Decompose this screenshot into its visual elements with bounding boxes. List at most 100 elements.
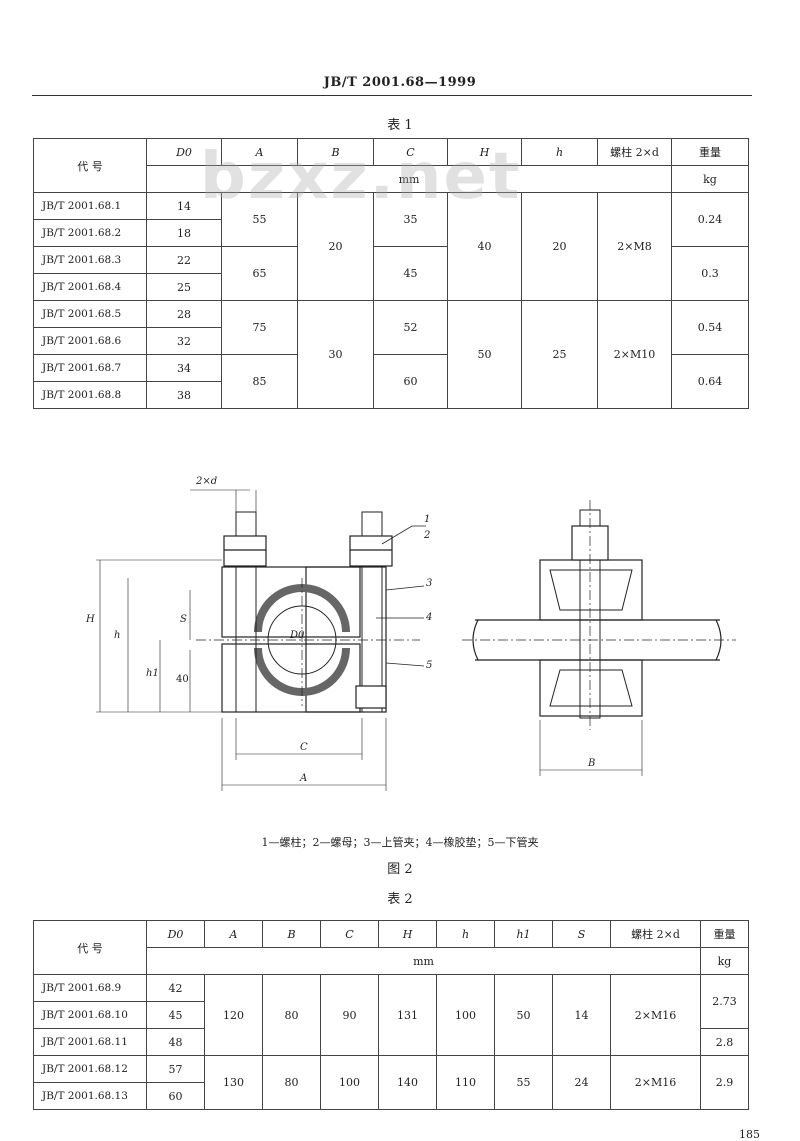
table2-unit-kg: kg (700, 947, 749, 975)
table-row-code: JB/T 2001.68.10 (33, 1001, 147, 1029)
figure-caption: 图 2 (387, 862, 413, 877)
table2-a-1: 120 (204, 974, 263, 1056)
table2-header-weight: 重量 (700, 920, 749, 948)
label-dim-s: S (180, 614, 187, 625)
table2-header-b: B (262, 920, 321, 948)
table1-header-code: 代 号 (33, 138, 147, 193)
table-row-d0: 60 (146, 1082, 205, 1110)
table2-weight-2: 2.8 (700, 1028, 749, 1056)
table1-b-2: 30 (297, 300, 374, 409)
table1-c-3: 52 (373, 300, 448, 355)
table-row-code: JB/T 2001.68.5 (33, 300, 147, 328)
table2-bolt-1: 2×M16 (610, 974, 701, 1056)
table-row-code: JB/T 2001.68.1 (33, 192, 147, 220)
label-part2: 2 (423, 530, 430, 541)
table1-weight-1: 0.24 (671, 192, 749, 247)
table1-weight-4: 0.64 (671, 354, 749, 409)
table-row-code: JB/T 2001.68.13 (33, 1082, 147, 1110)
table2-hbig-2: 140 (378, 1055, 437, 1110)
label-part4: 4 (425, 612, 432, 623)
table1-c-2: 45 (373, 246, 448, 301)
table2-h1-1: 50 (494, 974, 553, 1056)
table2-s-1: 14 (552, 974, 611, 1056)
table-row-d0: 25 (146, 273, 222, 301)
table-row-code: JB/T 2001.68.8 (33, 381, 147, 409)
table1-h-2: 25 (521, 300, 598, 409)
table1-bolt-1: 2×M8 (597, 192, 672, 301)
figure-legend: 1—螺柱；2—螺母；3—上管夹；4—橡胶垫；5—下管夹 (261, 836, 539, 849)
table-row-d0: 45 (146, 1001, 205, 1029)
table1-caption: 表 1 (387, 118, 413, 133)
table-row-code: JB/T 2001.68.7 (33, 354, 147, 382)
right-nut (349, 535, 393, 567)
table-row-d0: 48 (146, 1028, 205, 1056)
table2-s-2: 24 (552, 1055, 611, 1110)
label-bolt-2xd: 2×d (195, 476, 217, 487)
table-row-code: JB/T 2001.68.11 (33, 1028, 147, 1056)
table2-header-c: C (320, 920, 379, 948)
label-dim-h: h (114, 630, 120, 641)
label-dim-40: 40 (176, 674, 189, 685)
table1-hbig-1: 40 (447, 192, 522, 301)
table2-caption: 表 2 (387, 892, 413, 907)
table-row-code: JB/T 2001.68.9 (33, 974, 147, 1002)
table1-bolt-2: 2×M10 (597, 300, 672, 409)
table1-header-h-big: H (447, 138, 522, 166)
table2-header-bolt: 螺柱 2×d (610, 920, 701, 948)
table1-header-d0: D0 (146, 138, 222, 166)
standard-header: JB/T 2001.68—1999 (323, 75, 477, 90)
left-nut (223, 535, 267, 567)
label-dim-h-big: H (85, 614, 95, 625)
table1-b-1: 20 (297, 192, 374, 301)
table-row-d0: 34 (146, 354, 222, 382)
table2-header-d0: D0 (146, 920, 205, 948)
table1-header-h: h (521, 138, 598, 166)
table2-weight-1: 2.73 (700, 974, 749, 1029)
table2-h-1: 100 (436, 974, 495, 1056)
table1-hbig-2: 50 (447, 300, 522, 409)
table1-a-2: 65 (221, 246, 298, 301)
label-dim-h1: h1 (146, 668, 159, 679)
table1-weight-2: 0.3 (671, 246, 749, 301)
table1-a-4: 85 (221, 354, 298, 409)
label-dim-a: A (299, 773, 307, 784)
label-dim-d0: D0 (289, 630, 305, 641)
table2-unit-mm: mm (146, 947, 701, 975)
table-row-code: JB/T 2001.68.6 (33, 327, 147, 355)
table2-header-s: S (552, 920, 611, 948)
label-dim-b: B (587, 758, 595, 769)
table2-header-h: h (436, 920, 495, 948)
table-row-d0: 14 (146, 192, 222, 220)
table2-header-h-big: H (378, 920, 437, 948)
table2-c-1: 90 (320, 974, 379, 1056)
left-stud (235, 511, 257, 713)
table-row-d0: 57 (146, 1055, 205, 1083)
table-row-code: JB/T 2001.68.3 (33, 246, 147, 274)
table2-bolt-2: 2×M16 (610, 1055, 701, 1110)
table1-header-bolt: 螺柱 2×d (597, 138, 672, 166)
table1-c-4: 60 (373, 354, 448, 409)
table-row-code: JB/T 2001.68.2 (33, 219, 147, 247)
table-row-d0: 28 (146, 300, 222, 328)
table-row-d0: 38 (146, 381, 222, 409)
table2-header-a: A (204, 920, 263, 948)
page-number: 185 (739, 1128, 760, 1141)
right-stud (361, 511, 383, 713)
table1-a-3: 75 (221, 300, 298, 355)
table-row-d0: 22 (146, 246, 222, 274)
table2-b-1: 80 (262, 974, 321, 1056)
table1-h-1: 20 (521, 192, 598, 301)
table2-h-2: 110 (436, 1055, 495, 1110)
table2-header-h1: h1 (494, 920, 553, 948)
side-lower-clamp (539, 659, 643, 717)
header-rule (32, 95, 752, 96)
table2-c-2: 100 (320, 1055, 379, 1110)
table-row-code: JB/T 2001.68.12 (33, 1055, 147, 1083)
pipe-clamp-drawing: 2×d 1 2 3 4 5 H h h1 S 40 D0 C A B (85, 476, 736, 791)
table-row-d0: 42 (146, 974, 205, 1002)
table-row-d0: 32 (146, 327, 222, 355)
table-row-d0: 18 (146, 219, 222, 247)
table-row-code: JB/T 2001.68.4 (33, 273, 147, 301)
table1-unit-kg: kg (671, 165, 749, 193)
table1-weight-3: 0.54 (671, 300, 749, 355)
